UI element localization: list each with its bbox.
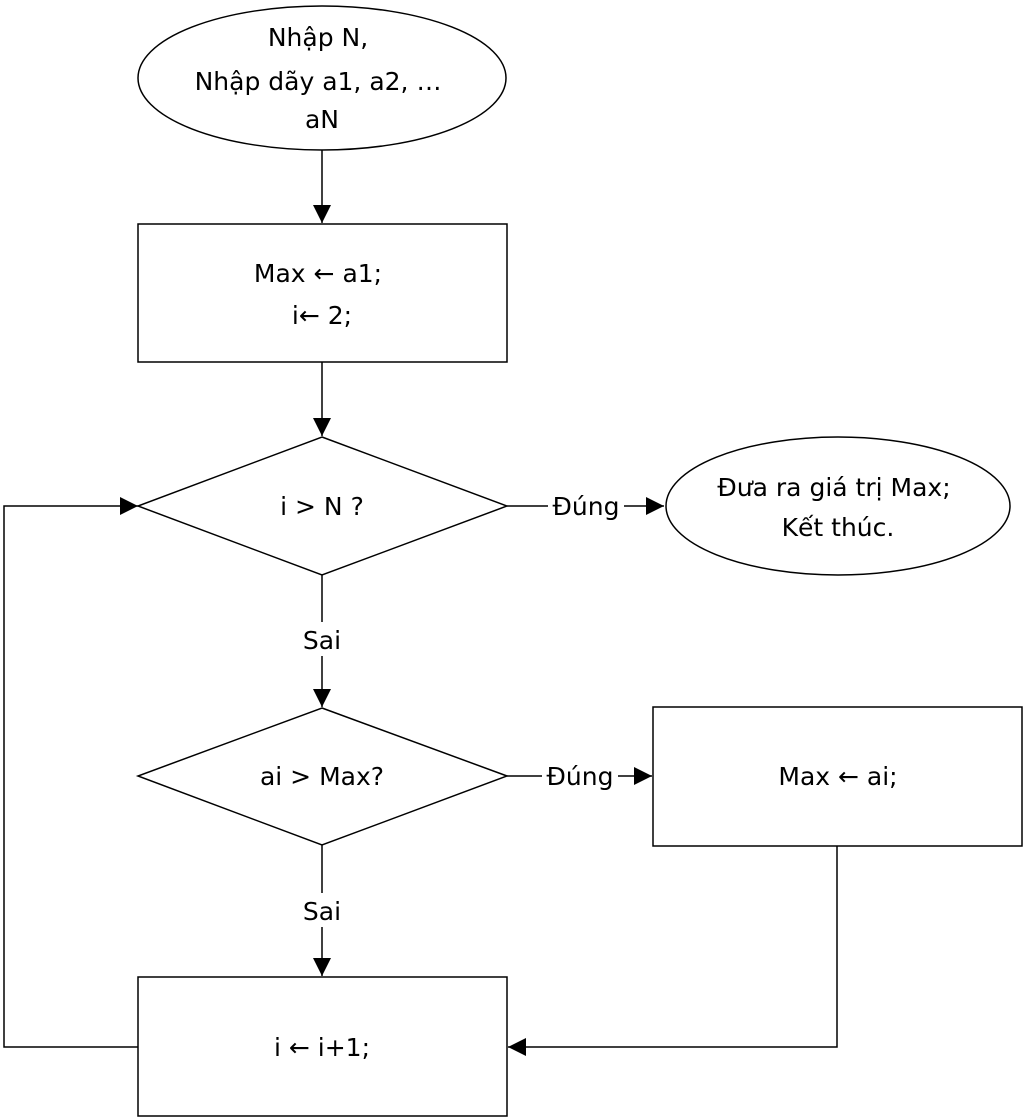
start-node: Nhập N, Nhập dãy a1, a2, … aN [137,5,507,151]
edge-label-bg [298,893,346,927]
edge-label-bg [298,622,346,656]
init-process-text: Max ← a1; i← 2; [254,259,390,330]
edge-label-bg [542,760,618,792]
end-node: Đưa ra giá trị Max; Kết thúc. [665,436,1011,576]
edge-label-bg [548,490,624,522]
increment-process-text: i ← i+1; [274,1033,370,1062]
decision-ai-gt-max: ai > Max? [135,707,510,846]
cond1-true-label: Đúng [553,492,620,521]
assign-max-process: Max ← ai; [652,706,1023,847]
decision-i-gt-n: i > N ? [135,436,510,576]
init-process: Max ← a1; i← 2; [137,223,508,363]
cond2-true-label: Đúng [547,762,614,791]
decision-ai-gt-max-text: ai > Max? [260,762,384,791]
start-node-text: Nhập N, Nhập dãy a1, a2, … aN [195,23,450,134]
cond1-false-label: Sai [303,626,341,655]
end-node-text: Đưa ra giá trị Max; Kết thúc. [717,473,958,542]
decision-i-gt-n-text: i > N ? [280,492,364,521]
increment-process: i ← i+1; [137,976,508,1117]
edge-increment-loop-back [3,497,138,1048]
cond2-false-label: Sai [303,897,341,926]
assign-max-process-text: Max ← ai; [778,762,897,791]
edge-assign-to-increment [508,846,838,1056]
